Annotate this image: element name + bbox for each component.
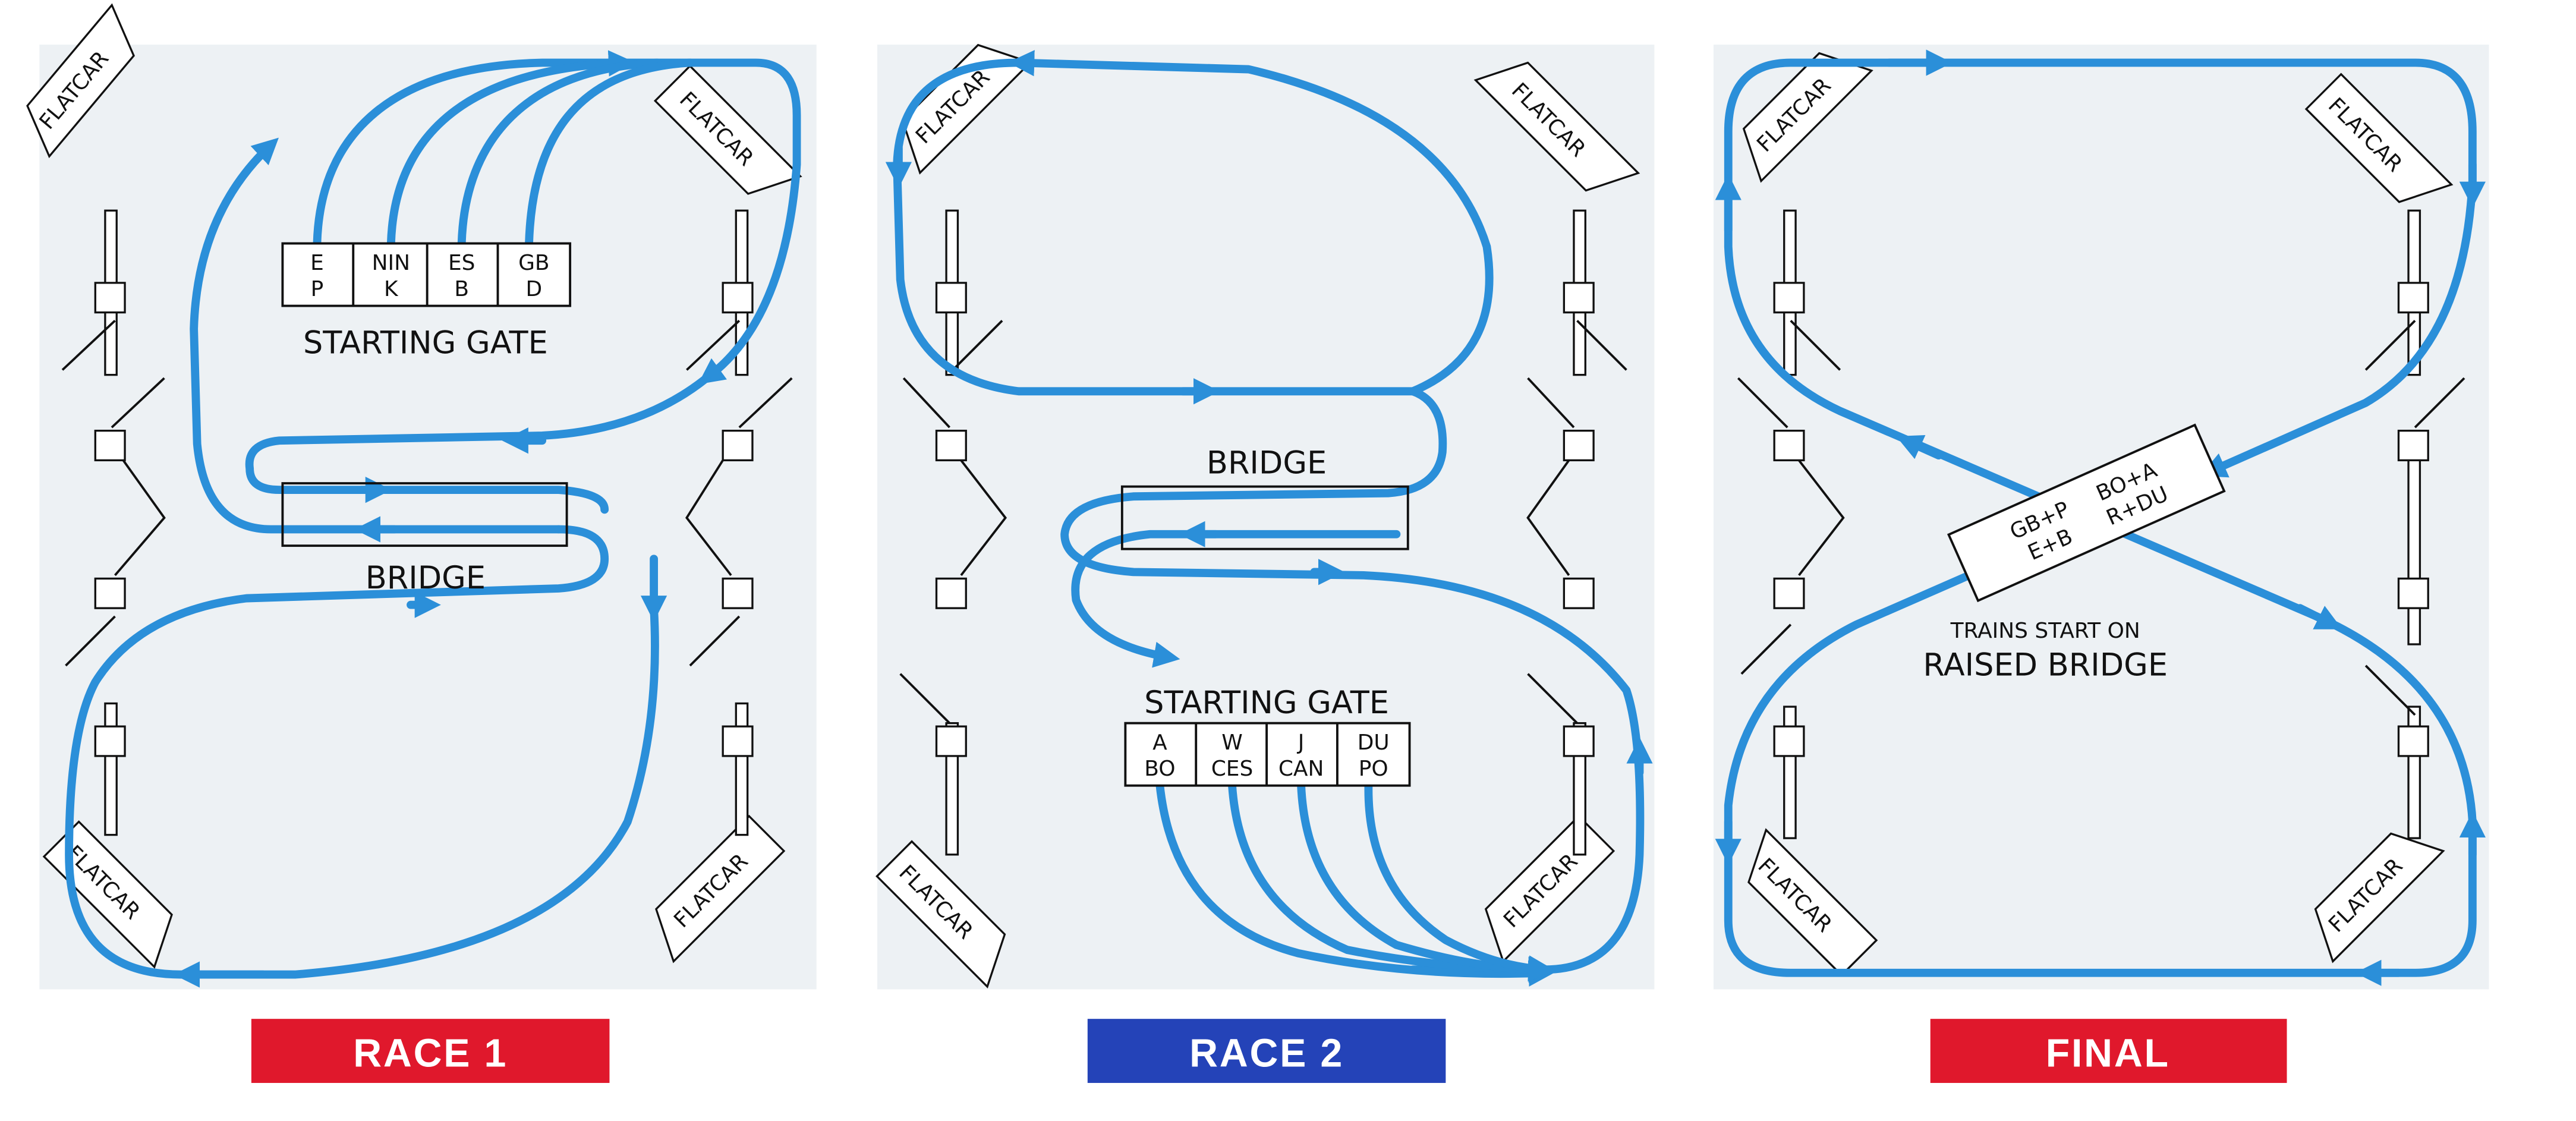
svg-text:RACE 2: RACE 2 — [1189, 1031, 1344, 1075]
starting-gate-label: STARTING GATE — [1144, 685, 1389, 721]
svg-text:BRIDGE: BRIDGE — [1207, 445, 1327, 481]
svg-text:B: B — [454, 277, 469, 301]
track-switches — [61, 209, 793, 836]
svg-text:DU: DU — [1358, 730, 1390, 755]
track-switches — [1737, 209, 2465, 839]
final-panel: FLATCAR FLATCAR FLATCAR FLATCAR — [1713, 45, 2489, 990]
flatcar-top-right: FLATCAR — [1473, 61, 1640, 192]
flatcar-bottom-right: FLATCAR — [655, 814, 786, 963]
race1-panel: FLATCAR FLATCAR FLATCAR FLATCAR — [26, 3, 817, 990]
race1-track — [65, 50, 801, 988]
race2-track — [885, 50, 1653, 987]
svg-text:D: D — [525, 277, 542, 301]
svg-text:E: E — [310, 251, 324, 275]
svg-text:CAN: CAN — [1278, 757, 1324, 781]
svg-text:J: J — [1297, 730, 1305, 755]
svg-text:CES: CES — [1211, 757, 1254, 781]
race1-bridge: BRIDGE — [281, 482, 568, 596]
svg-text:BO: BO — [1144, 757, 1175, 781]
svg-text:BRIDGE: BRIDGE — [366, 560, 486, 596]
race1-starting-gate: E P NIN K ES B GB D STARTING GATE — [281, 242, 572, 361]
race1-label-tag[interactable]: RACE 1 — [251, 1019, 610, 1083]
svg-text:RACE 1: RACE 1 — [353, 1031, 508, 1075]
svg-text:FINAL: FINAL — [2046, 1031, 2170, 1075]
svg-text:K: K — [384, 277, 399, 301]
svg-text:GB: GB — [518, 251, 549, 275]
svg-text:ES: ES — [448, 251, 475, 275]
svg-text:PO: PO — [1359, 757, 1388, 781]
final-note-line2: RAISED BRIDGE — [1923, 647, 2168, 683]
svg-text:NIN: NIN — [372, 251, 410, 275]
starting-gate-label: STARTING GATE — [303, 325, 548, 361]
final-note-line1: TRAINS START ON — [1950, 619, 2140, 643]
final-track — [1715, 49, 2486, 986]
svg-text:W: W — [1221, 730, 1243, 755]
race2-starting-gate: STARTING GATE A BO W CES J CAN DU PO — [1124, 685, 1411, 787]
track-switches — [899, 209, 1627, 856]
svg-text:A: A — [1152, 730, 1167, 755]
svg-text:P: P — [311, 277, 324, 301]
race2-label-tag[interactable]: RACE 2 — [1087, 1019, 1446, 1083]
final-label-tag[interactable]: FINAL — [1930, 1019, 2287, 1083]
race2-bridge: BRIDGE — [1120, 445, 1409, 550]
race2-panel: FLATCAR FLATCAR FLATCAR FLATCAR — [876, 43, 1655, 990]
